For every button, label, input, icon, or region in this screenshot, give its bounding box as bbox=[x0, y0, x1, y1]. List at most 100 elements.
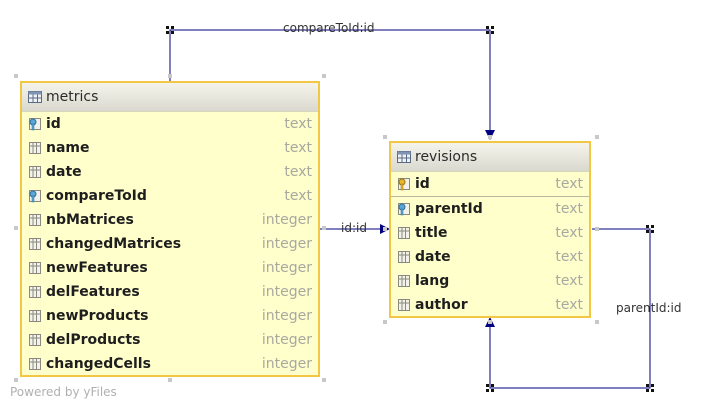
bend-point-handle[interactable] bbox=[486, 26, 494, 34]
table-row[interactable]: newProducts integer bbox=[22, 304, 318, 328]
table-row[interactable]: lang text bbox=[391, 269, 589, 293]
column-icon bbox=[29, 238, 41, 250]
column-type: text bbox=[555, 176, 583, 192]
column-type: integer bbox=[261, 284, 312, 300]
edge-label-compare: compareToId:id bbox=[283, 21, 375, 35]
resize-handle[interactable] bbox=[14, 74, 18, 78]
column-type: text bbox=[555, 297, 583, 313]
column-name: name bbox=[46, 140, 90, 156]
column-name: changedCells bbox=[46, 356, 151, 372]
column-name: id bbox=[46, 116, 61, 132]
foreign-key-icon bbox=[29, 118, 41, 131]
resize-handle[interactable] bbox=[14, 378, 18, 382]
column-name: newFeatures bbox=[46, 260, 148, 276]
column-name: author bbox=[415, 297, 468, 313]
column-type: text bbox=[284, 164, 312, 180]
column-type: text bbox=[284, 188, 312, 204]
table-row[interactable]: changedCells integer bbox=[22, 352, 318, 376]
table-row[interactable]: title text bbox=[391, 221, 589, 245]
bend-point-handle[interactable] bbox=[166, 26, 174, 34]
table-row[interactable]: author text bbox=[391, 293, 589, 317]
column-name: newProducts bbox=[46, 308, 149, 324]
column-type: integer bbox=[261, 308, 312, 324]
resize-handle[interactable] bbox=[383, 135, 387, 139]
column-type: text bbox=[284, 140, 312, 156]
column-name: delFeatures bbox=[46, 284, 140, 300]
column-name: date bbox=[415, 249, 451, 265]
resize-handle[interactable] bbox=[168, 74, 172, 78]
resize-handle[interactable] bbox=[383, 320, 387, 324]
resize-handle[interactable] bbox=[488, 135, 492, 139]
column-type: integer bbox=[261, 356, 312, 372]
table-row[interactable]: id text bbox=[22, 112, 318, 136]
table-row[interactable]: date text bbox=[391, 245, 589, 269]
bend-point-handle[interactable] bbox=[486, 384, 494, 392]
column-type: text bbox=[555, 225, 583, 241]
table-row[interactable]: date text bbox=[22, 160, 318, 184]
column-icon bbox=[29, 286, 41, 298]
column-name: id bbox=[415, 176, 430, 192]
table-header[interactable]: revisions bbox=[391, 143, 589, 172]
column-icon bbox=[29, 310, 41, 322]
bend-point-handle[interactable] bbox=[646, 225, 654, 233]
table-row[interactable]: id text bbox=[391, 172, 589, 197]
resize-handle[interactable] bbox=[595, 320, 599, 324]
column-type: text bbox=[555, 249, 583, 265]
column-name: delProducts bbox=[46, 332, 141, 348]
column-icon bbox=[398, 299, 410, 311]
column-icon bbox=[29, 358, 41, 370]
column-list: id text name text date text compareToId text nbM… bbox=[22, 112, 318, 376]
column-name: changedMatrices bbox=[46, 236, 182, 252]
table-row[interactable]: delProducts integer bbox=[22, 328, 318, 352]
table-row[interactable]: nbMatrices integer bbox=[22, 208, 318, 232]
table-title: metrics bbox=[46, 89, 99, 105]
column-name: title bbox=[415, 225, 448, 241]
column-icon bbox=[29, 262, 41, 274]
foreign-key-icon bbox=[398, 203, 410, 216]
table-row[interactable]: name text bbox=[22, 136, 318, 160]
column-icon bbox=[29, 166, 41, 178]
resize-handle[interactable] bbox=[322, 226, 326, 230]
column-icon bbox=[29, 334, 41, 346]
watermark: Powered by yFiles bbox=[10, 385, 117, 399]
table-title: revisions bbox=[415, 149, 478, 165]
table-header[interactable]: metrics bbox=[22, 83, 318, 112]
column-icon bbox=[29, 142, 41, 154]
resize-handle[interactable] bbox=[322, 74, 326, 78]
edge-label-id-id: id:id bbox=[341, 221, 367, 235]
resize-handle[interactable] bbox=[383, 227, 387, 231]
resize-handle[interactable] bbox=[488, 320, 492, 324]
column-name: date bbox=[46, 164, 82, 180]
column-type: text bbox=[284, 116, 312, 132]
resize-handle[interactable] bbox=[168, 378, 172, 382]
column-name: lang bbox=[415, 273, 450, 289]
table-row[interactable]: compareToId text bbox=[22, 184, 318, 208]
foreign-key-icon bbox=[29, 190, 41, 203]
primary-key-icon bbox=[398, 178, 410, 191]
column-name: nbMatrices bbox=[46, 212, 134, 228]
resize-handle[interactable] bbox=[595, 227, 599, 231]
table-row[interactable]: delFeatures integer bbox=[22, 280, 318, 304]
resize-handle[interactable] bbox=[595, 135, 599, 139]
column-name: compareToId bbox=[46, 188, 147, 204]
edge-parent-id[interactable] bbox=[485, 228, 651, 389]
column-type: text bbox=[555, 273, 583, 289]
resize-handle[interactable] bbox=[322, 378, 326, 382]
edge-label-parent: parentId:id bbox=[616, 301, 682, 315]
column-type: integer bbox=[261, 212, 312, 228]
column-type: integer bbox=[261, 332, 312, 348]
column-name: parentId bbox=[415, 201, 483, 217]
column-icon bbox=[398, 227, 410, 239]
resize-handle[interactable] bbox=[14, 226, 18, 230]
edge-compare-to-id[interactable] bbox=[169, 29, 495, 140]
table-grid-icon bbox=[28, 91, 42, 103]
bend-point-handle[interactable] bbox=[646, 384, 654, 392]
